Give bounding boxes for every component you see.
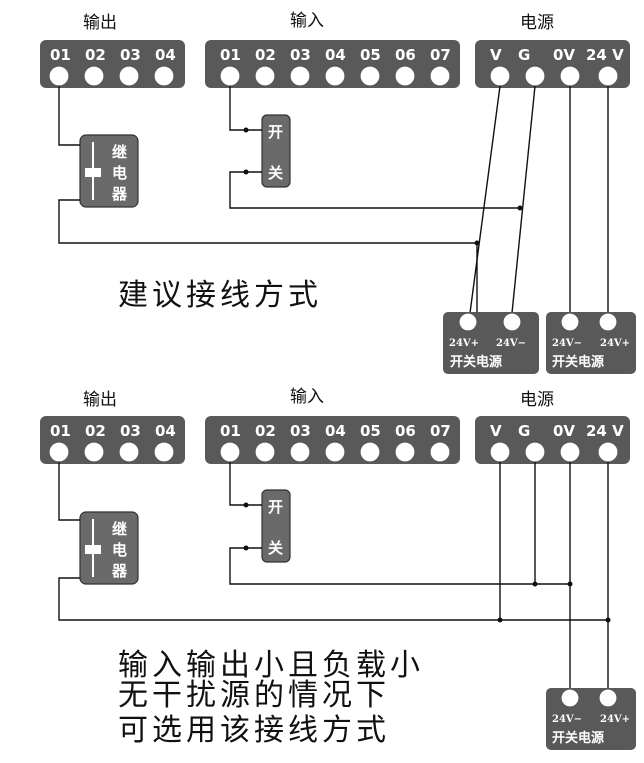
input-terminal-label: 02 — [255, 422, 276, 440]
input-terminal-label: 07 — [430, 46, 451, 64]
input-title: 输入 — [290, 11, 324, 31]
relay-label: 电 — [112, 541, 127, 559]
psu-terminal-label: 24V+ — [600, 714, 630, 725]
power-terminal-label: 24 V — [586, 422, 624, 440]
input-terminal-block: 01 02 03 04 05 06 07 — [205, 40, 460, 88]
power-title: 电源 — [520, 390, 554, 410]
psu-terminal-label: 24V+ — [449, 338, 479, 349]
output-terminal — [118, 65, 140, 87]
output-terminal-label: 03 — [120, 422, 141, 440]
power-terminal — [597, 65, 619, 87]
input-terminal-label: 05 — [360, 422, 381, 440]
note-line: 无干扰源的情况下 — [118, 678, 390, 713]
output-title: 输出 — [83, 13, 117, 33]
output-title: 输出 — [83, 390, 117, 410]
psu-label: 开关电源 — [552, 730, 604, 746]
input-terminal-label: 06 — [395, 46, 416, 64]
output-terminal-block: 01 02 03 04 — [40, 416, 185, 464]
output-terminal-label: 04 — [155, 46, 176, 64]
relay: 继 电 器 — [79, 511, 139, 585]
power-terminal — [489, 65, 511, 87]
power-terminal — [524, 65, 546, 87]
switch: 开 关 — [261, 114, 291, 188]
power-terminal-label: 0V — [553, 422, 575, 440]
input-terminal — [359, 65, 381, 87]
switching-power-supply: 24V− 24V+ 开关电源 — [546, 688, 636, 750]
power-terminal — [559, 65, 581, 87]
output-terminal-label: 01 — [50, 422, 71, 440]
power-title: 电源 — [520, 13, 554, 33]
power-terminal-label: 24 V — [586, 46, 624, 64]
note-line: 输入输出小且负载小 — [118, 648, 424, 683]
output-terminal-label: 04 — [155, 422, 176, 440]
recommended-note: 建议接线方式 — [118, 278, 322, 313]
psu-label: 开关电源 — [450, 354, 502, 370]
switch: 开 关 — [261, 489, 291, 563]
input-terminal-label: 01 — [220, 422, 241, 440]
output-terminal-label: 02 — [85, 46, 106, 64]
wires — [58, 85, 609, 314]
relay-label: 继 — [112, 520, 127, 538]
switch-label: 开 — [268, 123, 283, 141]
output-terminal-block: 01 02 03 04 — [40, 40, 185, 88]
output-terminal-label: 02 — [85, 422, 106, 440]
output-terminal-label: 03 — [120, 46, 141, 64]
psu-label: 开关电源 — [552, 354, 604, 370]
note-line: 可选用该接线方式 — [118, 713, 390, 748]
power-terminal-label: V — [490, 422, 502, 440]
input-terminal-block: 01 02 03 04 05 06 07 — [205, 416, 460, 464]
relay: 继 电 器 — [79, 134, 139, 208]
input-terminal — [289, 65, 311, 87]
switch-label: 开 — [268, 498, 283, 516]
input-terminal-label: 05 — [360, 46, 381, 64]
relay-label: 电 — [112, 164, 127, 182]
input-terminal-label: 02 — [255, 46, 276, 64]
output-terminal — [83, 65, 105, 87]
switch-label: 关 — [268, 164, 283, 182]
input-terminal — [254, 65, 276, 87]
input-terminal-label: 07 — [430, 422, 451, 440]
power-terminal-label: 0V — [553, 46, 575, 64]
input-terminal — [324, 65, 346, 87]
power-terminal-label: V — [490, 46, 502, 64]
input-terminal-label: 04 — [325, 422, 346, 440]
input-terminal-label: 06 — [395, 422, 416, 440]
psu-terminal-label: 24V− — [552, 338, 582, 349]
input-title: 输入 — [290, 387, 324, 407]
input-terminal — [394, 65, 416, 87]
output-terminal — [153, 65, 175, 87]
psu-terminal-label: 24V+ — [600, 338, 630, 349]
output-terminal-label: 01 — [50, 46, 71, 64]
input-terminal — [219, 65, 241, 87]
input-terminal — [429, 65, 451, 87]
power-terminal-label: G — [518, 46, 530, 64]
psu-terminal-label: 24V− — [496, 338, 526, 349]
relay-label: 器 — [111, 185, 128, 203]
power-terminal-block: V G 0V 24 V — [475, 416, 630, 464]
psu-terminal-label: 24V− — [552, 714, 582, 725]
panel-recommended-wiring: 输出 输入 电源 01 02 03 04 01 02 03 04 05 06 0… — [40, 11, 636, 374]
power-terminal-block: V G 0V 24 V — [475, 40, 630, 88]
input-terminal-label: 01 — [220, 46, 241, 64]
switching-power-supply: 24V+ 24V− 开关电源 — [443, 312, 539, 374]
panel-alternative-wiring: 输出 输入 电源 01 02 03 04 01 02 03 04 05 06 0… — [40, 387, 636, 750]
input-terminal-label: 03 — [290, 422, 311, 440]
relay-label: 器 — [111, 562, 128, 580]
switch-label: 关 — [268, 539, 283, 557]
input-terminal-label: 03 — [290, 46, 311, 64]
relay-label: 继 — [112, 143, 127, 161]
switching-power-supply: 24V− 24V+ 开关电源 — [546, 312, 636, 374]
input-terminal-label: 04 — [325, 46, 346, 64]
wires — [58, 462, 611, 688]
power-terminal-label: G — [518, 422, 530, 440]
output-terminal — [48, 65, 70, 87]
